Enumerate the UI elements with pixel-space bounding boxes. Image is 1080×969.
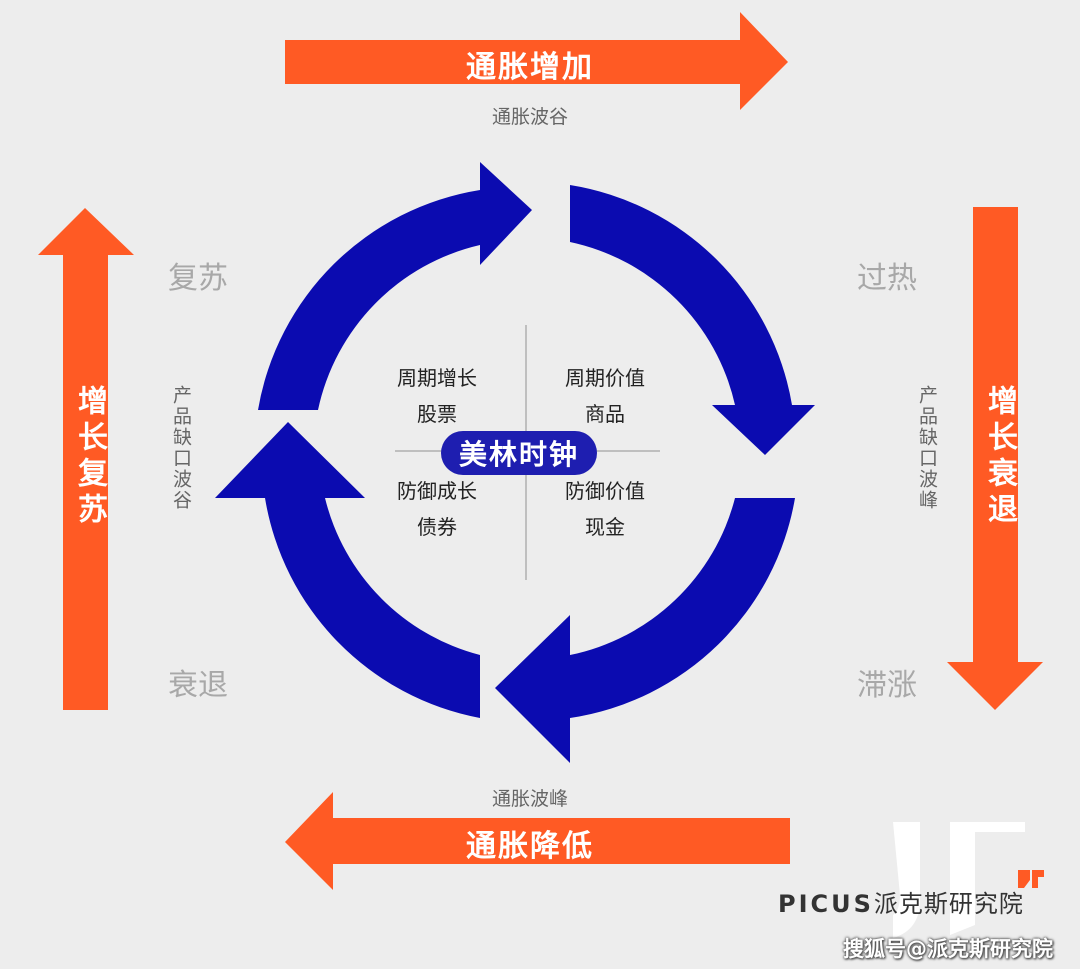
arrow-growth-up [38, 208, 134, 710]
inflation-down-label: 通胀降低 [466, 829, 594, 864]
brand-cn: 派克斯研究院 [873, 890, 1024, 918]
arrow-inflation-up [285, 12, 788, 110]
phase-stagflation: 滞涨 [857, 668, 917, 703]
quadrant-recession-asset: 债券 [417, 515, 457, 539]
growth-down-label: 增长衰退 [982, 385, 1017, 529]
quadrant-recession-style: 防御成长 [397, 479, 477, 503]
cycle-arrow-overheat-to-stagflation [570, 185, 815, 455]
phase-recession: 衰退 [168, 668, 228, 703]
quadrant-stagflation-style: 防御价值 [565, 479, 645, 503]
cycle-arrow-recovery-to-overheat [258, 162, 532, 410]
cycle-arrow-recession-to-recovery [215, 422, 480, 718]
phase-recovery: 复苏 [168, 261, 228, 296]
output-gap-trough-label: 产品缺口波谷 [170, 385, 192, 511]
quadrant-overheat-asset: 商品 [585, 402, 625, 426]
quadrant-recession: 防御成长 债券 [367, 473, 507, 545]
quadrant-overheat-style: 周期价值 [565, 366, 645, 390]
brand-name: PICUS派克斯研究院 [778, 884, 1024, 919]
watermark: 搜狐号@派克斯研究院 [843, 937, 1053, 961]
phase-overheat: 过热 [857, 261, 917, 296]
quadrant-stagflation: 防御价值 现金 [535, 473, 675, 545]
brand-en: PICUS [778, 890, 874, 918]
quadrant-recovery: 周期增长 股票 [367, 360, 507, 432]
inflation-up-label: 通胀增加 [466, 50, 594, 85]
center-title: 美林时钟 [441, 431, 598, 475]
quadrant-stagflation-asset: 现金 [585, 515, 625, 539]
output-gap-peak-label: 产品缺口波峰 [916, 385, 938, 511]
picus-logo-mark [893, 822, 1044, 938]
arrow-inflation-down [285, 792, 790, 890]
arrow-growth-down [947, 207, 1043, 710]
inflation-trough-label: 通胀波谷 [491, 106, 568, 128]
growth-up-label: 增长复苏 [72, 385, 107, 529]
cycle-arrow-stagflation-to-recession [495, 498, 795, 763]
inflation-peak-label: 通胀波峰 [491, 788, 568, 810]
quadrant-recovery-asset: 股票 [417, 402, 457, 426]
quadrant-overheat: 周期价值 商品 [535, 360, 675, 432]
quadrant-recovery-style: 周期增长 [397, 366, 477, 390]
